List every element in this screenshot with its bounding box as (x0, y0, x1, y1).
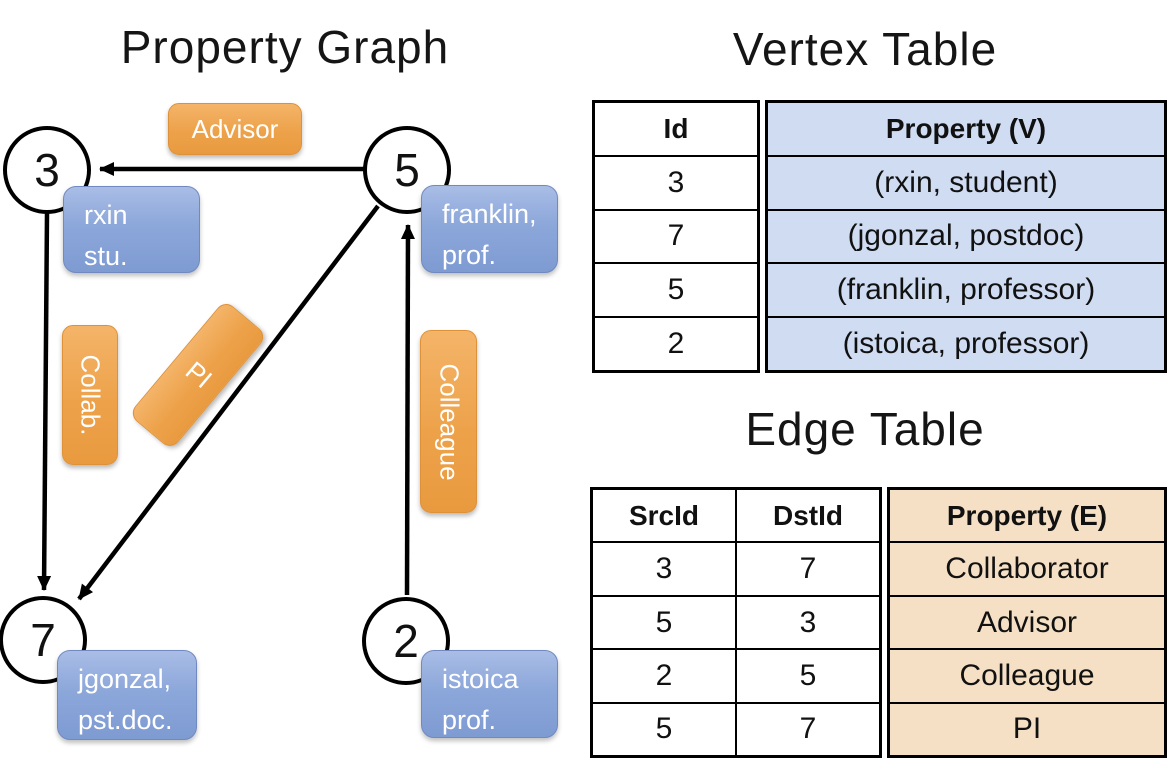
edge-label-text: Colleague (434, 362, 464, 481)
table-row: (jgonzal, postdoc) (768, 208, 1164, 263)
table-row: 5 (595, 262, 757, 316)
edge-property-cell: Collaborator (945, 552, 1109, 586)
vertex-box-line: prof. (442, 704, 497, 735)
edge-dst-cell: 7 (735, 703, 879, 756)
graph-edges (37, 162, 415, 601)
table-row: 3 7 (593, 541, 879, 595)
vertex-box-line: prof. (442, 239, 497, 270)
vertex-box-franklin: franklin, prof. (421, 185, 558, 273)
edge-table-dstid-header: DstId (735, 490, 879, 542)
table-row: 5 3 (593, 594, 879, 649)
table-row: (franklin, professor) (768, 262, 1164, 316)
edge-label-colleague: Colleague (420, 330, 477, 513)
vertex-table-property-column: Property (V) (rxin, student) (jgonzal, p… (765, 100, 1167, 373)
edge-2-to-5 (400, 224, 415, 596)
vertex-property-cell: (jgonzal, postdoc) (847, 219, 1085, 253)
edge-src-cell: 3 (655, 552, 673, 586)
vertex-table-title: Vertex Table (732, 23, 998, 75)
vertex-box-line: istoica (442, 664, 519, 694)
vertex-id-cell: 2 (667, 327, 685, 361)
vertex-id-cell: 5 (667, 273, 685, 307)
table-row: (istoica, professor) (768, 316, 1164, 370)
edge-label-advisor: Advisor (168, 103, 302, 155)
table-row: 2 (595, 316, 757, 370)
edge-label-text: Advisor (191, 113, 279, 144)
vertex-box-jgonzal: jgonzal, pst.doc. (57, 650, 197, 740)
edge-5-to-7 (77, 204, 380, 601)
vertex-table-id-column: Id 3 7 5 2 (592, 100, 760, 373)
vertex-id-cell: 3 (667, 165, 685, 199)
edge-label-collab: Collab. (62, 325, 118, 465)
vertex-table-property-header: Property (V) (885, 112, 1047, 144)
edge-table-title: Edge Table (745, 403, 985, 455)
vertex-id-cell: 7 (667, 219, 685, 253)
edge-dst-cell: 3 (735, 596, 879, 649)
table-row: 5 7 (593, 701, 879, 756)
vertex-box-line: franklin, (442, 199, 537, 229)
edge-label-text: PI (179, 355, 218, 395)
table-row: Colleague (890, 648, 1164, 701)
vertex-box-line: pst.doc. (78, 704, 173, 735)
edge-table-property-header: Property (E) (946, 499, 1108, 531)
vertex-table-id-header: Id (663, 112, 689, 144)
table-row: PI (890, 701, 1164, 755)
edge-property-cell: PI (1012, 712, 1042, 746)
table-row: 3 (595, 154, 757, 209)
vertex-box-line: rxin (84, 200, 128, 230)
property-graph-title: Property Graph (120, 21, 450, 73)
edge-table-id-columns: SrcId DstId 3 7 5 3 2 5 5 7 (590, 487, 882, 758)
table-row: Collaborator (890, 541, 1164, 594)
vertex-box-istoica: istoica prof. (421, 650, 558, 738)
edge-label-text: Collab. (75, 354, 106, 436)
vertex-box-rxin: rxin stu. (63, 186, 200, 273)
edge-table-property-column: Property (E) Collaborator Advisor Collea… (887, 487, 1167, 758)
table-row: (rxin, student) (768, 154, 1164, 209)
graph-node-5: 5 (363, 126, 451, 214)
vertex-box-line: stu. (84, 240, 128, 271)
edge-src-cell: 2 (655, 658, 673, 692)
edge-3-to-7 (37, 212, 52, 591)
vertex-property-cell: (franklin, professor) (836, 273, 1096, 307)
table-row: 2 5 (593, 648, 879, 702)
edge-property-cell: Advisor (976, 605, 1078, 639)
edge-property-cell: Colleague (959, 658, 1095, 692)
edge-dst-cell: 7 (735, 543, 879, 595)
edge-dst-cell: 5 (735, 650, 879, 702)
edge-src-cell: 5 (655, 605, 673, 639)
edge-src-cell: 5 (655, 712, 673, 746)
graph-node-2: 2 (362, 597, 450, 685)
vertex-box-line: jgonzal, (78, 664, 172, 694)
edge-table-srcid-header: SrcId (628, 499, 700, 531)
vertex-property-cell: (istoica, professor) (842, 327, 1090, 361)
vertex-property-cell: (rxin, student) (874, 165, 1058, 199)
table-row: 7 (595, 208, 757, 263)
table-row: Advisor (890, 594, 1164, 648)
